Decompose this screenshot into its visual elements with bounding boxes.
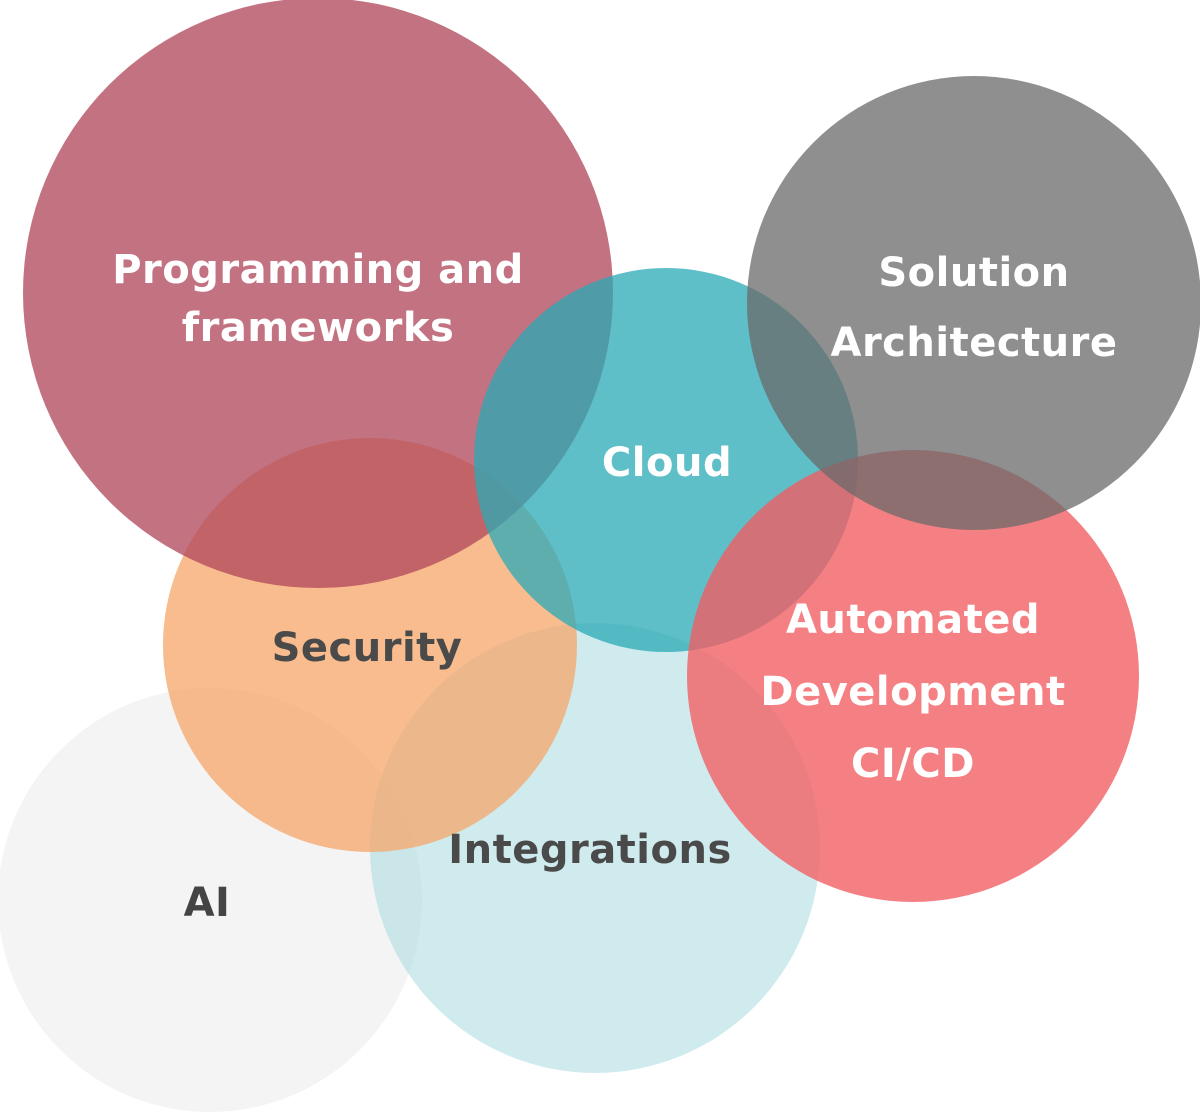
bubble-automated-dev bbox=[687, 450, 1139, 902]
bubble-label-line: Architecture bbox=[831, 320, 1118, 366]
bubble-programming bbox=[23, 0, 613, 588]
bubble-label-line: frameworks bbox=[182, 305, 455, 351]
bubble-label-integrations: Integrations bbox=[448, 827, 732, 873]
bubble-label-line: Solution bbox=[878, 250, 1069, 296]
bubble-label-line: Integrations bbox=[448, 827, 732, 873]
bubble-label-ai: AI bbox=[184, 880, 231, 926]
bubble-label-programming: Programming and frameworks bbox=[112, 247, 524, 351]
bubble-label-line: Development bbox=[760, 669, 1065, 715]
bubble-label-line: Cloud bbox=[602, 440, 732, 486]
bubble-label-cloud: Cloud bbox=[602, 440, 732, 486]
bubble-label-security: Security bbox=[272, 625, 463, 671]
bubble-label-line: Security bbox=[272, 625, 463, 671]
bubble-label-line: CI/CD bbox=[851, 741, 975, 787]
labels-layer: AI Integrations Security Programming and fra… bbox=[112, 247, 1117, 926]
bubble-label-line: Automated bbox=[786, 597, 1040, 643]
bubble-label-line: Programming and bbox=[112, 247, 524, 293]
bubble-solution-architecture bbox=[747, 76, 1200, 530]
bubble-label-line: AI bbox=[184, 880, 231, 926]
